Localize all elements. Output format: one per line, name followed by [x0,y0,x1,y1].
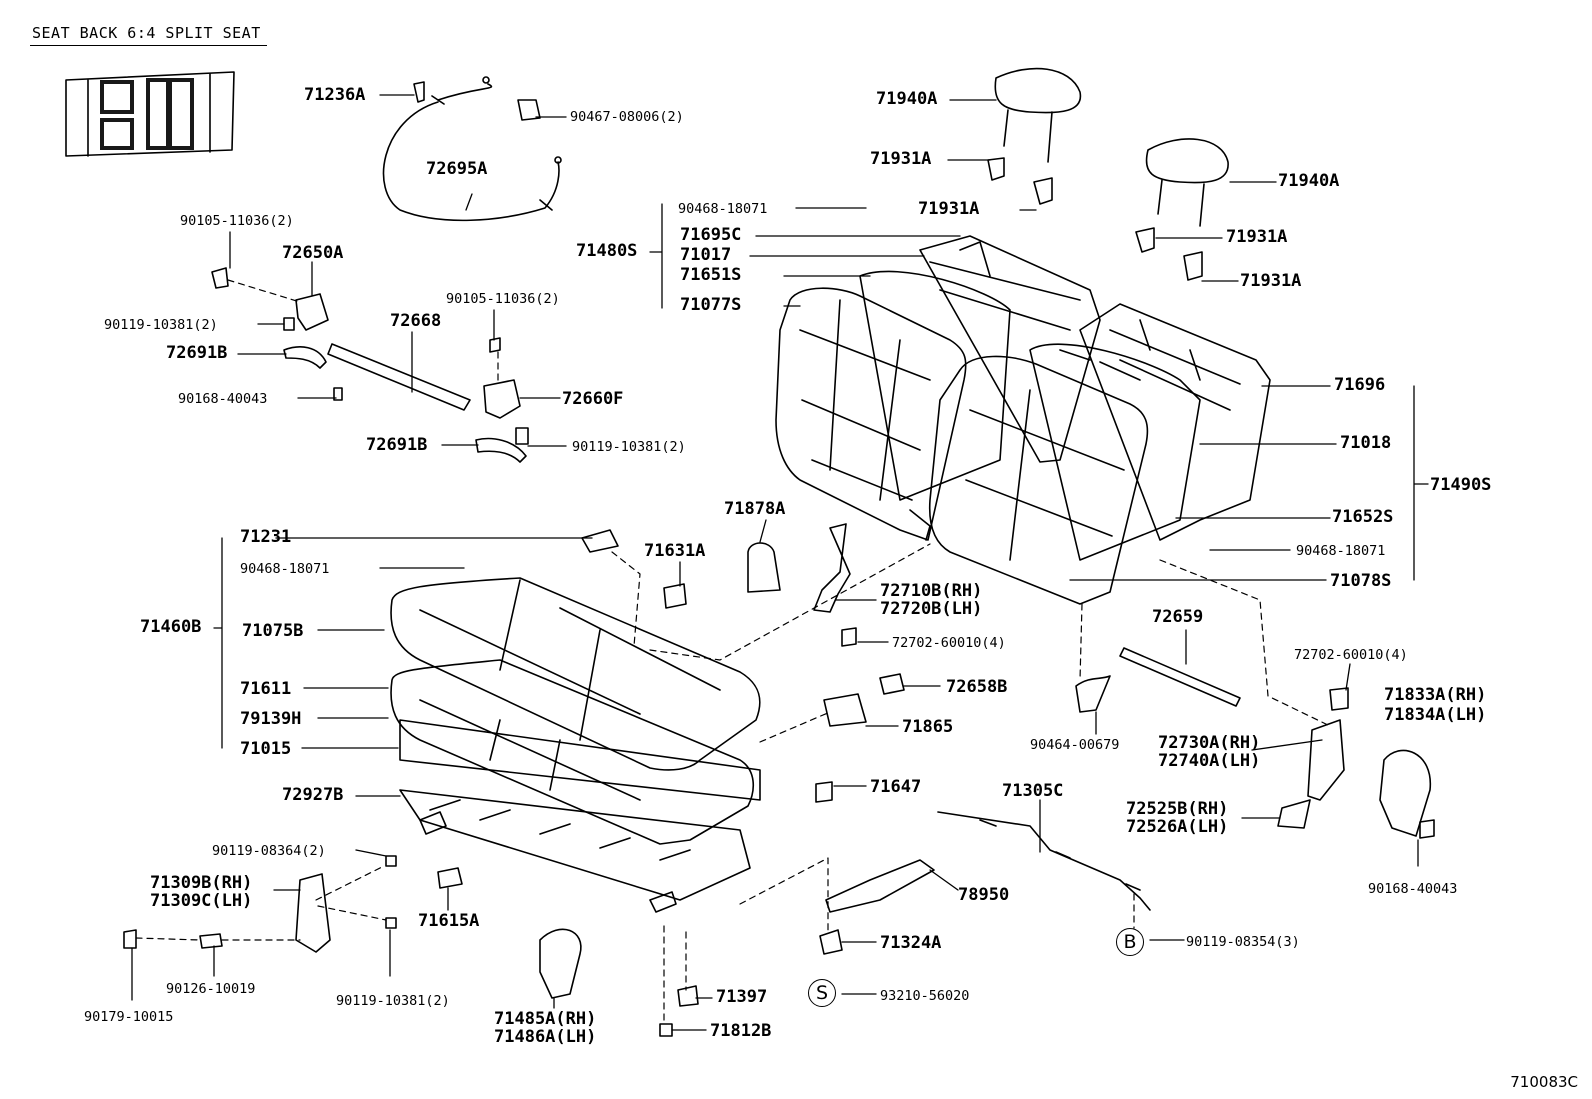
part-label: 71652S [1332,507,1394,527]
part-label: 71878A [724,499,786,519]
part-label: 90105-11036(2) [446,291,560,307]
part-label: 72730A(RH) [1158,733,1261,753]
assembly-lines [135,279,1331,1023]
part-label: 71812B [710,1021,772,1041]
ref-s-marker: S [808,979,836,1007]
part-label: 90119-08354(3) [1186,934,1300,950]
part-label: 71940A [1278,171,1340,191]
part-label: 79139H [240,709,302,729]
part-label: 72702-60010(4) [892,635,1006,651]
seat-back-left [775,270,1011,541]
part-label: 72526A(LH) [1126,817,1229,837]
part-label: 72660F [562,389,624,409]
part-label: 71833A(RH) [1384,685,1487,705]
part-label: 72691B [366,435,428,455]
part-label: 90467-08006(2) [570,109,684,125]
seat-cushion [390,577,761,913]
part-label: 72650A [282,243,344,263]
part-label: 90105-11036(2) [180,213,294,229]
part-label: 71015 [240,739,292,759]
part-label: 71696 [1334,375,1386,395]
part-label: 71931A [870,149,932,169]
part-label: 71460B [140,617,202,637]
part-label: 71631A [644,541,706,561]
part-label: 71931A [918,199,980,219]
part-label: 90126-10019 [166,981,256,997]
headrests [987,67,1229,281]
part-label: 72525B(RH) [1126,799,1229,819]
part-label: 71324A [880,933,942,953]
seat-back-right [928,343,1201,605]
part-label: 71309B(RH) [150,873,253,893]
part-label: 72710B(RH) [880,581,983,601]
part-label: 71490S [1430,475,1492,495]
part-label: 71236A [304,85,366,105]
part-label: 71017 [680,245,732,265]
part-label: 71305C [1002,781,1064,801]
part-label: 90179-10015 [84,1009,174,1025]
part-label: 71611 [240,679,292,699]
part-label: 93210-56020 [880,988,970,1004]
part-label: 90119-10381(2) [104,317,218,333]
part-label: 71480S [576,241,638,261]
part-label: 72658B [946,677,1008,697]
part-label: 90468-18071 [240,561,330,577]
part-label: 71397 [716,987,768,1007]
seat-lock-hardware [211,267,529,463]
part-label: 90464-00679 [1030,737,1120,753]
part-label: 71486A(LH) [494,1027,597,1047]
part-label: 72720B(LH) [880,599,983,619]
part-label: 71485A(RH) [494,1009,597,1029]
part-label: 72740A(LH) [1158,751,1261,771]
part-label: 72668 [390,311,442,331]
part-label: 71931A [1226,227,1288,247]
small-parts [123,523,1435,1037]
part-label: 71078S [1330,571,1392,591]
part-label: 71865 [902,717,954,737]
release-cable [382,76,562,222]
figure-number: 710083C [1510,1073,1578,1091]
part-label: 90468-18071 [678,201,768,217]
vehicle-location-thumbnail [65,71,235,157]
part-label: 72927B [282,785,344,805]
part-label: 71309C(LH) [150,891,253,911]
part-label: 90119-08364(2) [212,843,326,859]
diagram-caption: SEAT BACK 6:4 SPLIT SEAT [30,24,267,46]
part-label: 90119-10381(2) [336,993,450,1009]
part-label: 71695C [680,225,742,245]
part-label: 71018 [1340,433,1392,453]
part-label: 71834A(LH) [1384,705,1487,725]
part-label: 90168-40043 [1368,881,1458,897]
part-label: 71077S [680,295,742,315]
seat-back-frames [919,235,1271,541]
part-label: 71615A [418,911,480,931]
part-label: 71651S [680,265,742,285]
ref-b-marker: B [1116,928,1144,956]
part-label: 78950 [958,885,1010,905]
part-label: 71231 [240,527,292,547]
part-label: 72659 [1152,607,1204,627]
part-label: 72702-60010(4) [1294,647,1408,663]
part-label: 71931A [1240,271,1302,291]
part-label: 71940A [876,89,938,109]
part-label: 90168-40043 [178,391,268,407]
part-label: 72691B [166,343,228,363]
part-label: 90119-10381(2) [572,439,686,455]
part-label: 71075B [242,621,304,641]
part-label: 71647 [870,777,922,797]
part-label: 72695A [426,159,488,179]
leader-lines [131,94,1429,1031]
part-label: 90468-18071 [1296,543,1386,559]
